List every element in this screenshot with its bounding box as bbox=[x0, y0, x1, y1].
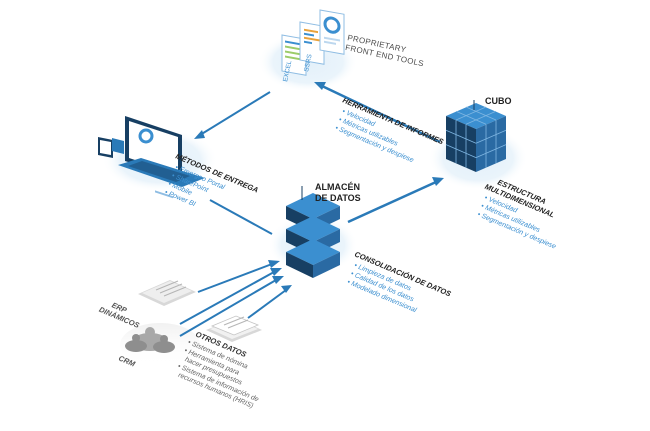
erp-label: ERP DINÁMICOS bbox=[98, 300, 141, 329]
arrow-warehouse-to-delivery bbox=[209, 199, 273, 235]
database-stack-icon bbox=[286, 186, 340, 278]
arrows-sources-to-warehouse bbox=[179, 260, 292, 337]
consolidation-block: CONSOLIDACIÓN DE DATOS • Limpieza de dat… bbox=[346, 250, 452, 315]
doc-chart bbox=[319, 9, 345, 55]
crm-people-icon bbox=[125, 327, 175, 353]
arrow-cube-to-frontend bbox=[314, 82, 441, 144]
erp-document-icon bbox=[138, 280, 196, 306]
phone-icon bbox=[98, 137, 124, 158]
arrow-frontend-to-delivery bbox=[194, 91, 271, 139]
doc-excel-label: EXCEL bbox=[282, 60, 293, 83]
arrow-warehouse-to-cube bbox=[347, 177, 444, 224]
cube-icon bbox=[445, 100, 507, 172]
other-data-document-icon bbox=[206, 315, 262, 342]
laptop-icon bbox=[118, 116, 205, 199]
front-end-documents bbox=[281, 9, 345, 76]
other-data-block: OTROS DATOS • Sistema de nómina • Herram… bbox=[176, 330, 259, 410]
reporting-tool-block: HERRAMIENTA DE INFORMES • Velocidad • Mé… bbox=[334, 96, 445, 165]
cube-label: CUBO bbox=[485, 96, 512, 106]
doc-ssrs-label: SSRS bbox=[303, 53, 314, 72]
warehouse-label-line2: DE DATOS bbox=[315, 193, 361, 203]
warehouse-label-line1: ALMACÉN bbox=[315, 182, 360, 192]
cube-structure-block: ESTRUCTURA MULTIDIMENSIONAL • Velocidad … bbox=[476, 178, 557, 251]
